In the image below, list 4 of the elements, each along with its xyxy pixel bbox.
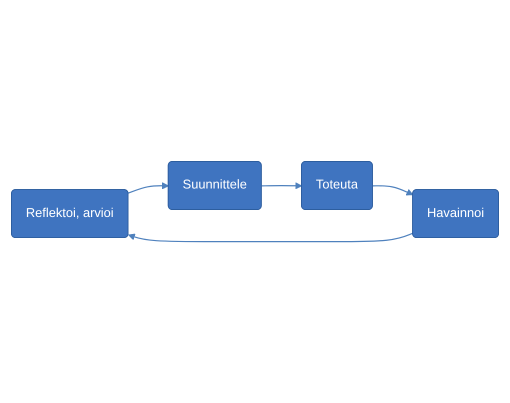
arrow [262,182,302,190]
arrow [128,232,414,242]
arrow [128,182,169,194]
arrow [372,185,414,196]
